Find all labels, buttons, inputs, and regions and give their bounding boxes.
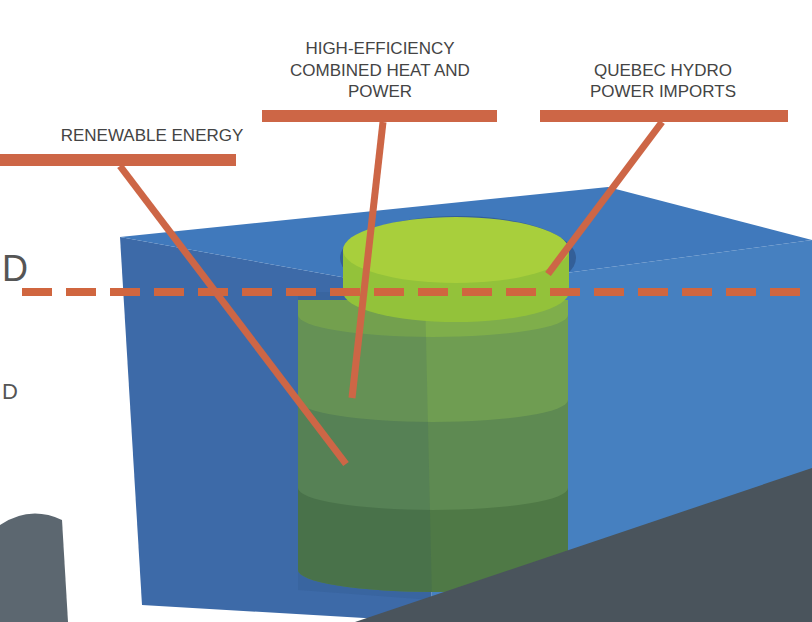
label-bar (262, 110, 497, 122)
callout-label: RENEWABLE ENERGY (52, 125, 252, 146)
leader-line (352, 122, 383, 398)
cropped-letter: D (2, 246, 28, 291)
leader-line (120, 166, 346, 464)
cylinder-shade (298, 292, 432, 600)
label-bar (0, 154, 236, 166)
cropped-letter: D (2, 378, 18, 406)
dashed-line (22, 288, 812, 296)
grey-shape (0, 514, 68, 622)
label-bar (540, 110, 788, 122)
callout-label: HIGH-EFFICIENCY COMBINED HEAT AND POWER (270, 38, 490, 102)
cylinder-top (343, 217, 569, 283)
cube-top-face (120, 187, 812, 292)
leader-line (548, 122, 662, 274)
callout-label: QUEBEC HYDRO POWER IMPORTS (563, 60, 763, 103)
foreground-shape (355, 468, 812, 622)
